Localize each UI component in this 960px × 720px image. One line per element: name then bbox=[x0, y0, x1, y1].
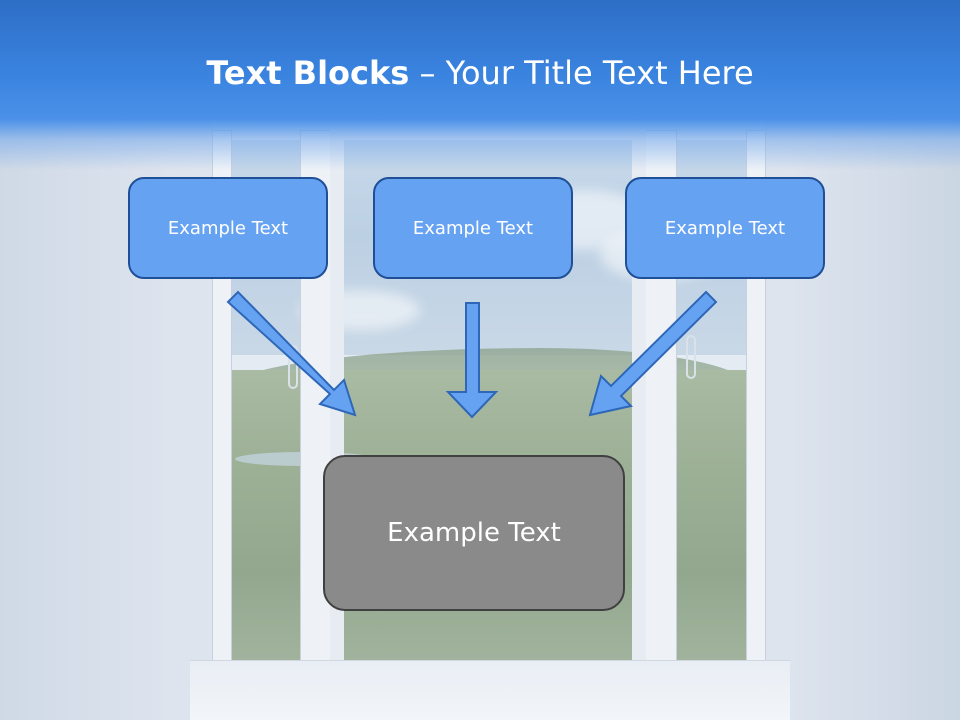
window-sill bbox=[190, 660, 790, 720]
slide-title: Text Blocks – Your Title Text Here bbox=[0, 54, 960, 92]
text-block-2-label: Example Text bbox=[412, 217, 534, 239]
title-band bbox=[0, 0, 960, 170]
text-block-1-label: Example Text bbox=[167, 217, 289, 239]
window-handle-left bbox=[288, 345, 298, 389]
title-dash: – bbox=[409, 54, 446, 92]
text-block-3-label: Example Text bbox=[664, 217, 786, 239]
text-block-3: Example Text bbox=[625, 177, 825, 279]
result-block-label: Example Text bbox=[387, 518, 561, 548]
window-handle-right bbox=[686, 335, 696, 379]
result-block: Example Text bbox=[323, 455, 625, 611]
arrow-left bbox=[226, 290, 357, 417]
title-bold: Text Blocks bbox=[206, 54, 410, 92]
text-block-1: Example Text bbox=[128, 177, 328, 279]
text-block-2: Example Text bbox=[373, 177, 573, 279]
arrow-center bbox=[445, 302, 499, 419]
title-rest: Your Title Text Here bbox=[445, 54, 754, 92]
arrow-right bbox=[588, 290, 718, 417]
